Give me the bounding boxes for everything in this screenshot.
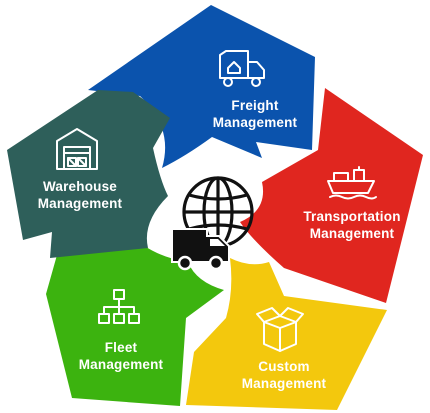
custom-label-line2: Management <box>242 376 327 391</box>
open-box-icon <box>256 307 304 352</box>
cargo-ship-icon <box>327 166 377 200</box>
freight-label-line1: Freight <box>231 98 278 113</box>
globe-truck-icon <box>171 176 254 271</box>
custom-label-line1: Custom <box>258 359 309 374</box>
segment-transportation: Transportation Management <box>240 88 423 303</box>
org-chart-icon <box>98 289 140 324</box>
segment-custom: Custom Management <box>186 258 387 410</box>
segment-freight-shape <box>88 5 315 168</box>
fleet-label-line1: Fleet <box>105 340 138 355</box>
segment-fleet: Fleet Management <box>46 245 224 406</box>
transportation-label-line1: Transportation <box>303 209 400 224</box>
truck-box-icon <box>219 50 265 87</box>
freight-label-line2: Management <box>213 115 298 130</box>
fleet-label-line2: Management <box>79 357 164 372</box>
warehouse-label-line1: Warehouse <box>43 179 117 194</box>
warehouse-icon <box>56 128 98 170</box>
segment-warehouse: Warehouse Management <box>7 90 170 258</box>
segment-custom-shape <box>186 258 387 410</box>
warehouse-label-line2: Management <box>38 196 123 211</box>
segment-warehouse-shape <box>7 90 170 258</box>
segment-freight: Freight Management <box>88 5 315 168</box>
transportation-label-line2: Management <box>310 226 395 241</box>
segment-fleet-shape <box>46 245 224 406</box>
